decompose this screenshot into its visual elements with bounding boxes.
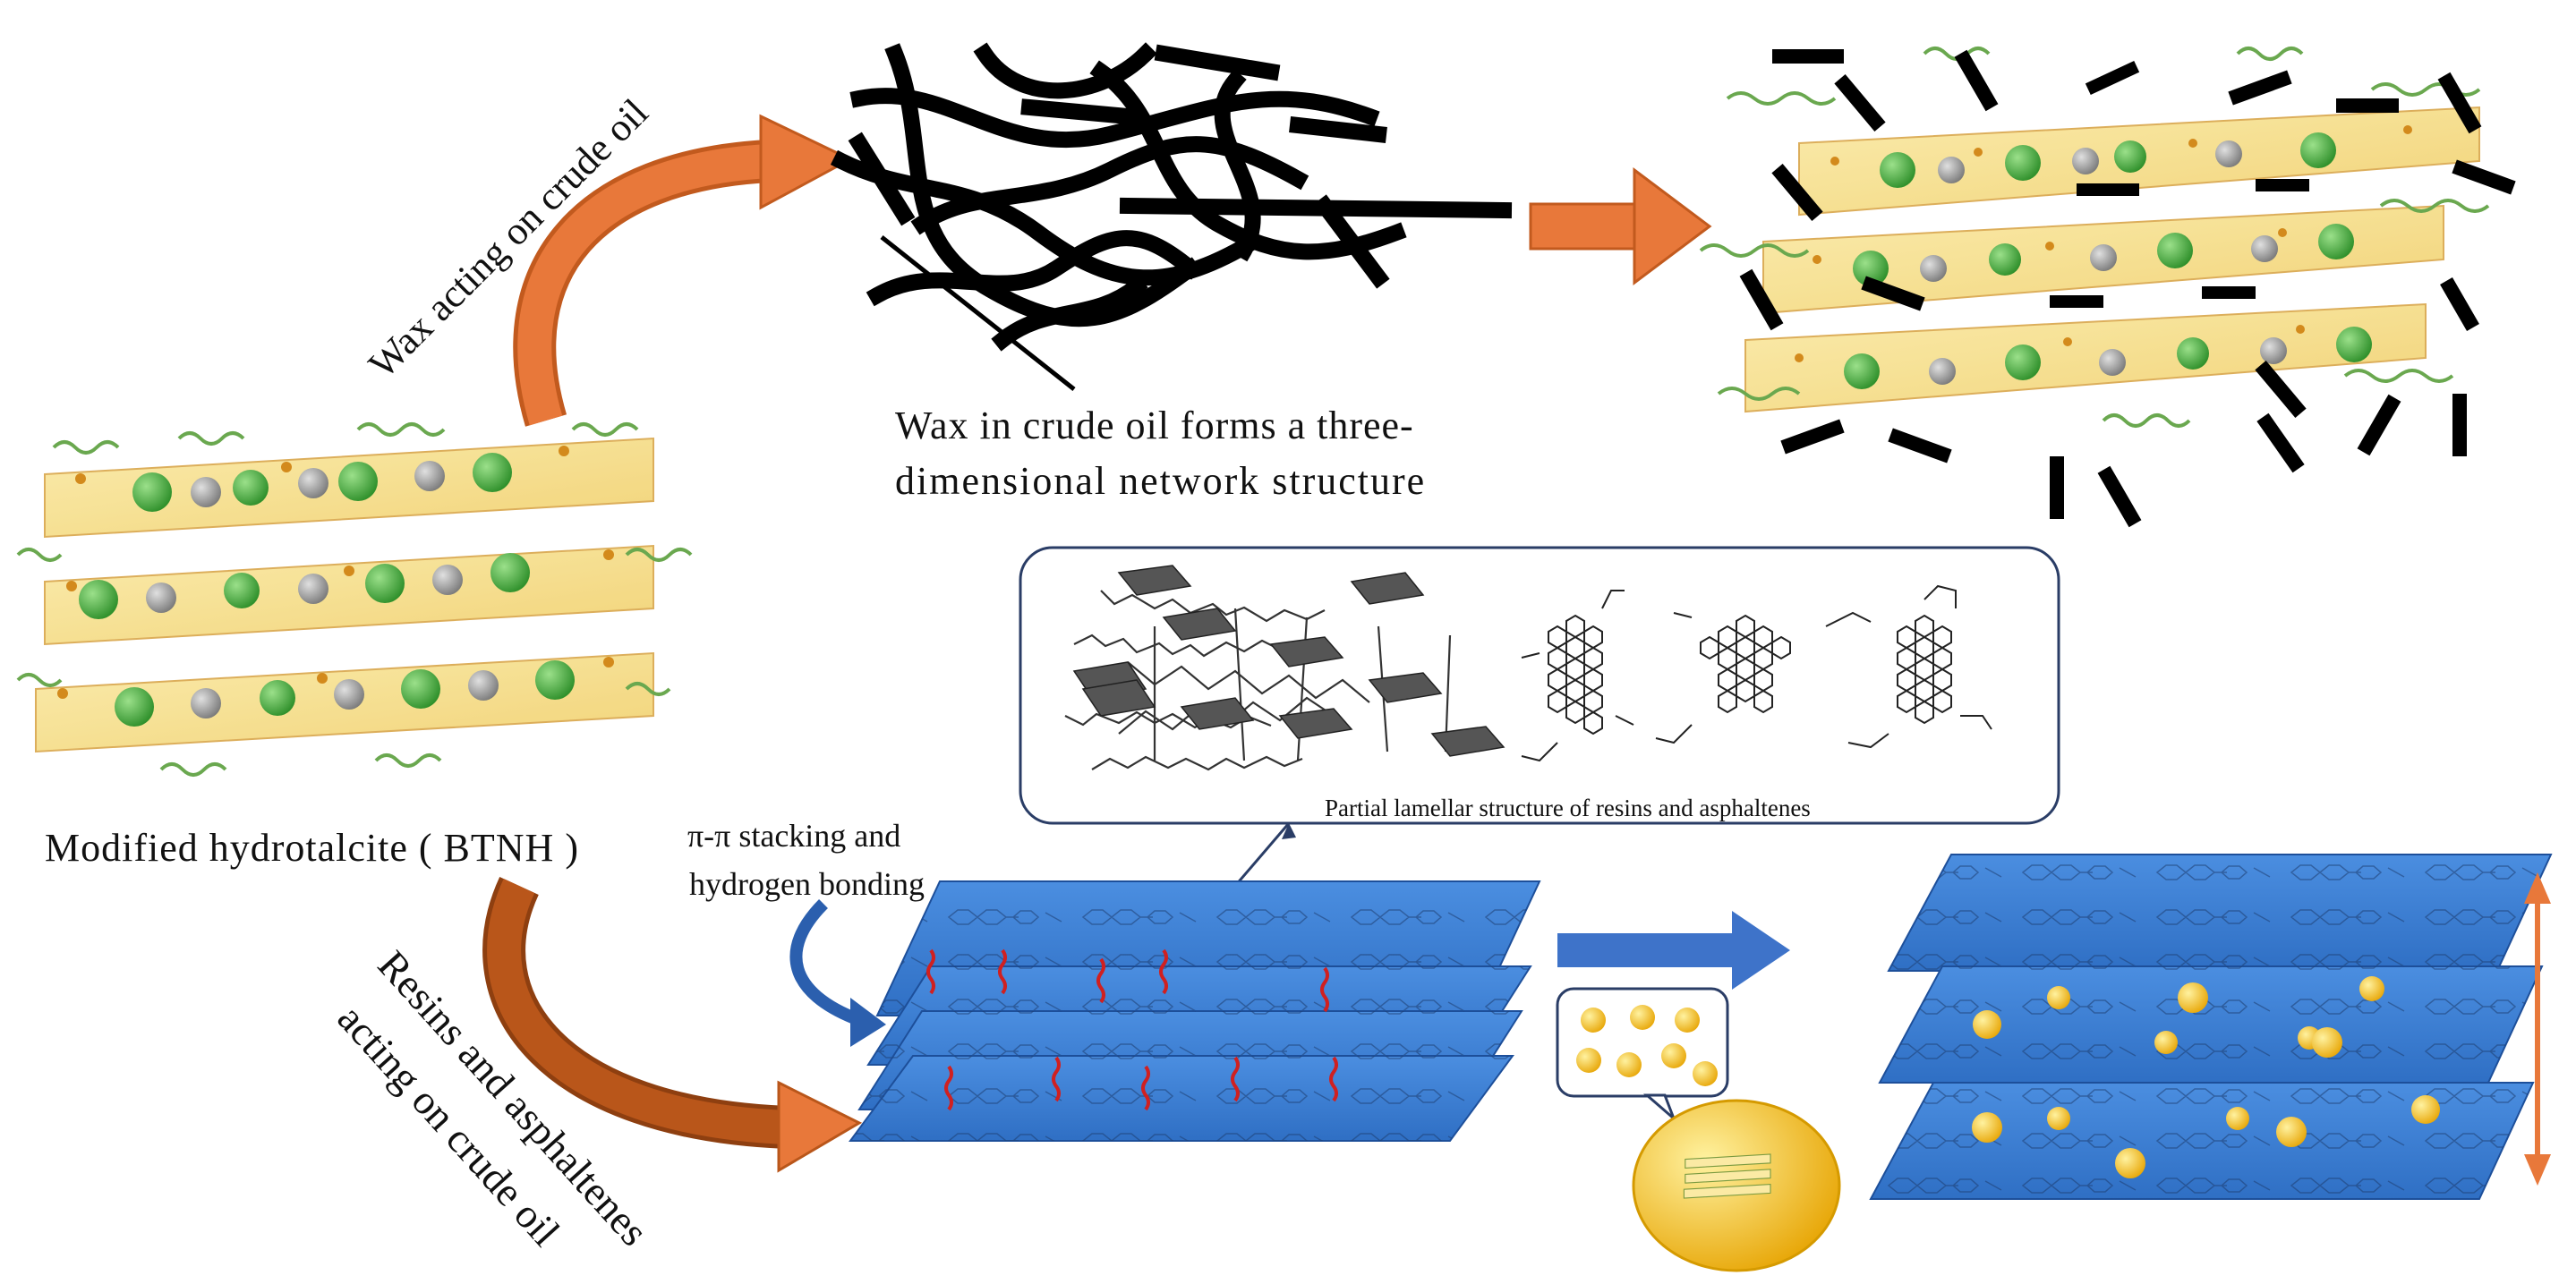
asphaltene-molecule-icon — [1655, 611, 1872, 744]
wax-to-dispersed-arrow — [1529, 167, 1712, 285]
nanoparticle-bubble-icon — [1556, 987, 1841, 1272]
box-connector-head — [1282, 823, 1296, 839]
dispersed-asphaltene-sheets — [1869, 854, 2553, 1200]
asphaltene-aggregate-icon — [1064, 590, 1452, 771]
asphaltene-molecule-icon — [1847, 584, 1992, 749]
wax-network-line — [880, 235, 1076, 391]
wax-acting-arrow — [513, 114, 854, 427]
hydrogen-bonding-label: hydrogen bonding — [689, 866, 925, 902]
stacked-asphaltene-sheets — [849, 880, 1541, 1142]
pi-stacking-label: π-π stacking and — [687, 818, 900, 854]
hydrotalcite-stack-icon — [16, 422, 693, 777]
dispersion-arrow — [1557, 911, 1790, 990]
wax-caption-line-1: Wax in crude oil forms a three- — [895, 404, 1414, 447]
resins-acting-arrow — [482, 876, 863, 1173]
stacked-aromatic-sheets — [1072, 565, 1506, 757]
interlayer-expansion-arrow — [2524, 872, 2551, 1186]
wax-network-icon — [830, 42, 1513, 352]
lamellar-structure-box: Partial lamellar structure of resins and… — [1019, 546, 2060, 825]
lamellar-caption: Partial lamellar structure of resins and… — [1325, 795, 1811, 821]
dispersed-wax-hydrotalcite — [1699, 47, 2516, 528]
wax-caption-line-2: dimensional network structure — [895, 459, 1426, 503]
asphaltene-molecule-icon — [1521, 590, 1634, 762]
box-connector — [1233, 822, 1291, 887]
btnh-caption: Modified hydrotalcite ( BTNH ) — [45, 826, 579, 870]
pi-stacking-pointer — [789, 899, 886, 1047]
wax-arrow-label: Wax acting on crude oil — [360, 90, 656, 387]
